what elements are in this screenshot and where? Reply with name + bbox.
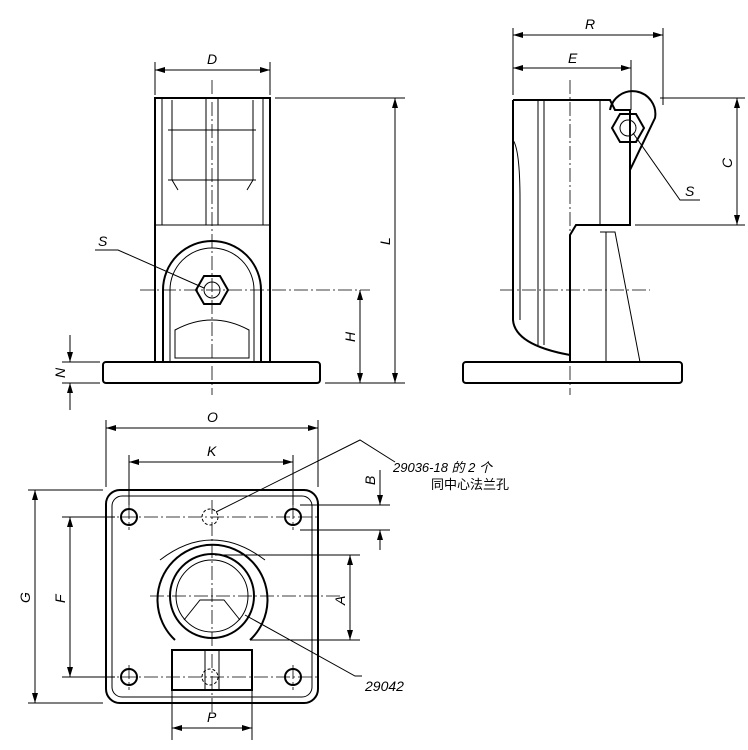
dim-r-label: R bbox=[585, 16, 595, 32]
flange-ref-line2: 同中心法兰孔 bbox=[431, 477, 509, 492]
dim-s-front-label: S bbox=[98, 233, 108, 249]
dim-e-label: E bbox=[568, 50, 578, 66]
dim-h-label: H bbox=[342, 331, 358, 342]
side-view: R E C S bbox=[462, 16, 745, 395]
top-view: O K G F A B P 29036-18 的 2 个 同中心法兰孔 2904… bbox=[17, 409, 509, 740]
dim-f-label: F bbox=[52, 593, 68, 603]
dim-n-label: N bbox=[52, 367, 68, 378]
front-view: D L H N S bbox=[52, 51, 405, 410]
part-ref-label: 29042 bbox=[364, 678, 404, 694]
dim-b-label: B bbox=[362, 476, 378, 485]
dim-g-label: G bbox=[17, 592, 33, 603]
dim-o-label: O bbox=[207, 409, 218, 425]
dim-k-label: K bbox=[207, 443, 217, 459]
flange-ref-line1: 29036-18 的 2 个 bbox=[392, 460, 494, 475]
dim-d-label: D bbox=[207, 51, 217, 67]
dim-c-label: C bbox=[719, 157, 735, 168]
dim-l-label: L bbox=[377, 237, 393, 245]
dim-a-label: A bbox=[332, 596, 348, 606]
dim-s-side-label: S bbox=[685, 183, 695, 199]
dim-p-label: P bbox=[207, 709, 217, 725]
